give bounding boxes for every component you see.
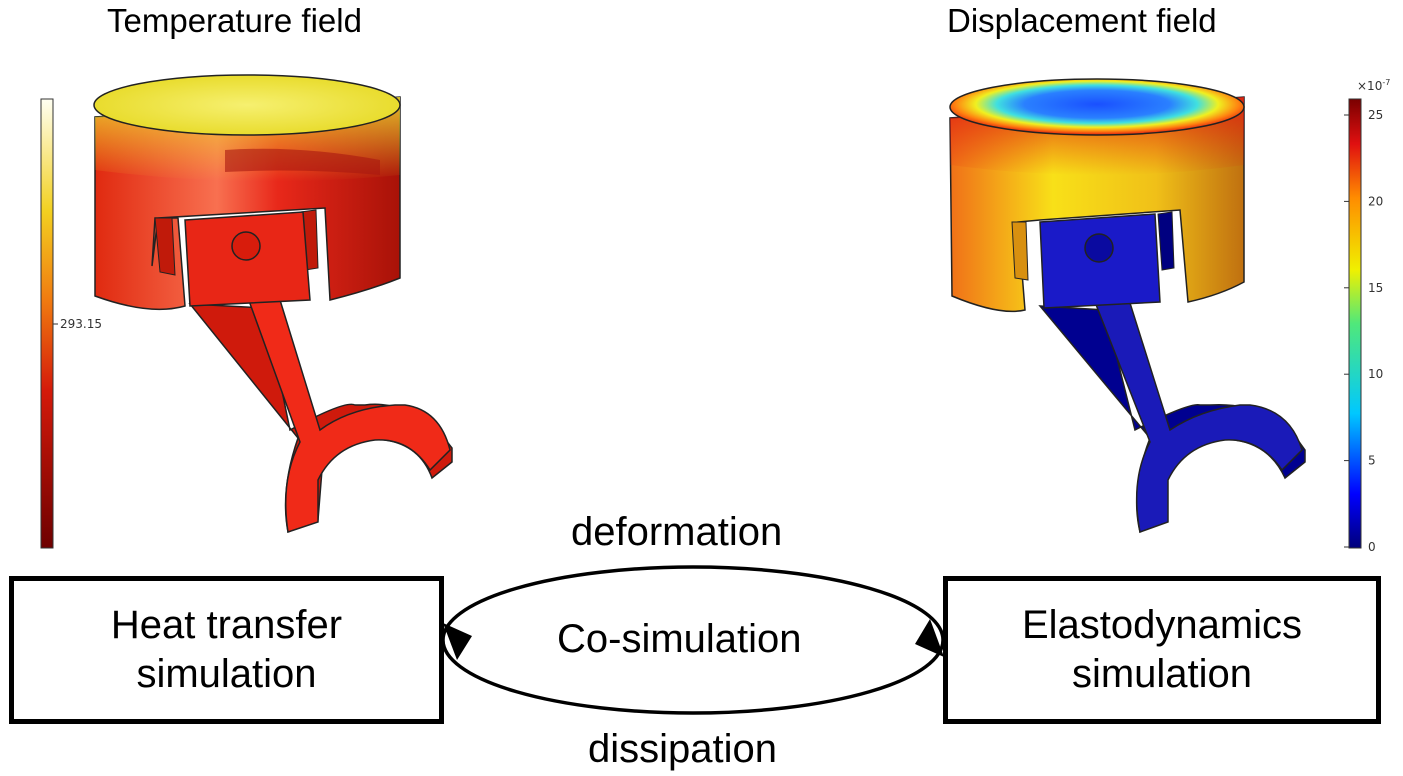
heat-piston-cool-region [225,148,380,175]
arrow-to-heat-transfer [443,623,472,660]
displacement-piston-crown [949,78,1245,136]
displacement-colorbar-tick-label: 25 [1368,108,1383,122]
temperature-colorbar-ramp [40,98,54,549]
heat-rod-front [246,297,451,533]
deformation-label: deformation [571,510,783,554]
displacement-colorbar: ×10-7 25 20 15 10 5 0 [1344,78,1390,554]
displacement-piston-cutout-wall [1011,221,1029,281]
heat-piston-model [93,74,453,534]
displacement-colorbar-ramp [1348,98,1362,549]
displacement-colorbar-tick-label: 20 [1368,194,1383,208]
dissipation-label: dissipation [588,727,778,771]
heat-piston-cutout-wall [154,217,176,276]
displacement-colorbar-tick-label: 15 [1368,281,1383,295]
elastodynamics-box-line-1: Elastodynamics [1021,603,1303,648]
temperature-colorbar-tick-label: 293.15 [60,317,102,331]
displacement-piston-cutout-wall [1157,211,1175,271]
displacement-colorbar-tick-label: 10 [1368,367,1383,381]
heat-transfer-simulation-box: Heat transfer simulation [9,576,444,724]
displacement-colorbar-multiplier: ×10-7 [1357,78,1390,93]
heat-piston-crown [93,74,401,136]
temperature-field-title: Temperature field [107,2,362,39]
arrow-to-elastodynamics [915,619,944,657]
displacement-pin-hole [1084,233,1114,263]
elastodynamics-box-line-2: simulation [1071,652,1253,696]
temperature-colorbar: 293.15 [40,98,102,549]
displacement-colorbar-ticks: 25 20 15 10 5 0 [1344,108,1383,554]
displacement-rod-front [1093,301,1303,534]
heat-box-line-2: simulation [136,652,317,696]
heat-pin-hole [231,231,261,261]
heat-box-line-1: Heat transfer [110,603,343,648]
elastodynamics-simulation-box: Elastodynamics simulation [943,576,1381,724]
displacement-colorbar-tick-label: 5 [1368,454,1376,468]
displacement-colorbar-tick-label: 0 [1368,540,1376,554]
displacement-piston-model [949,78,1306,534]
displacement-field-title: Displacement field [947,2,1217,39]
co-simulation-label: Co-simulation [557,617,802,661]
